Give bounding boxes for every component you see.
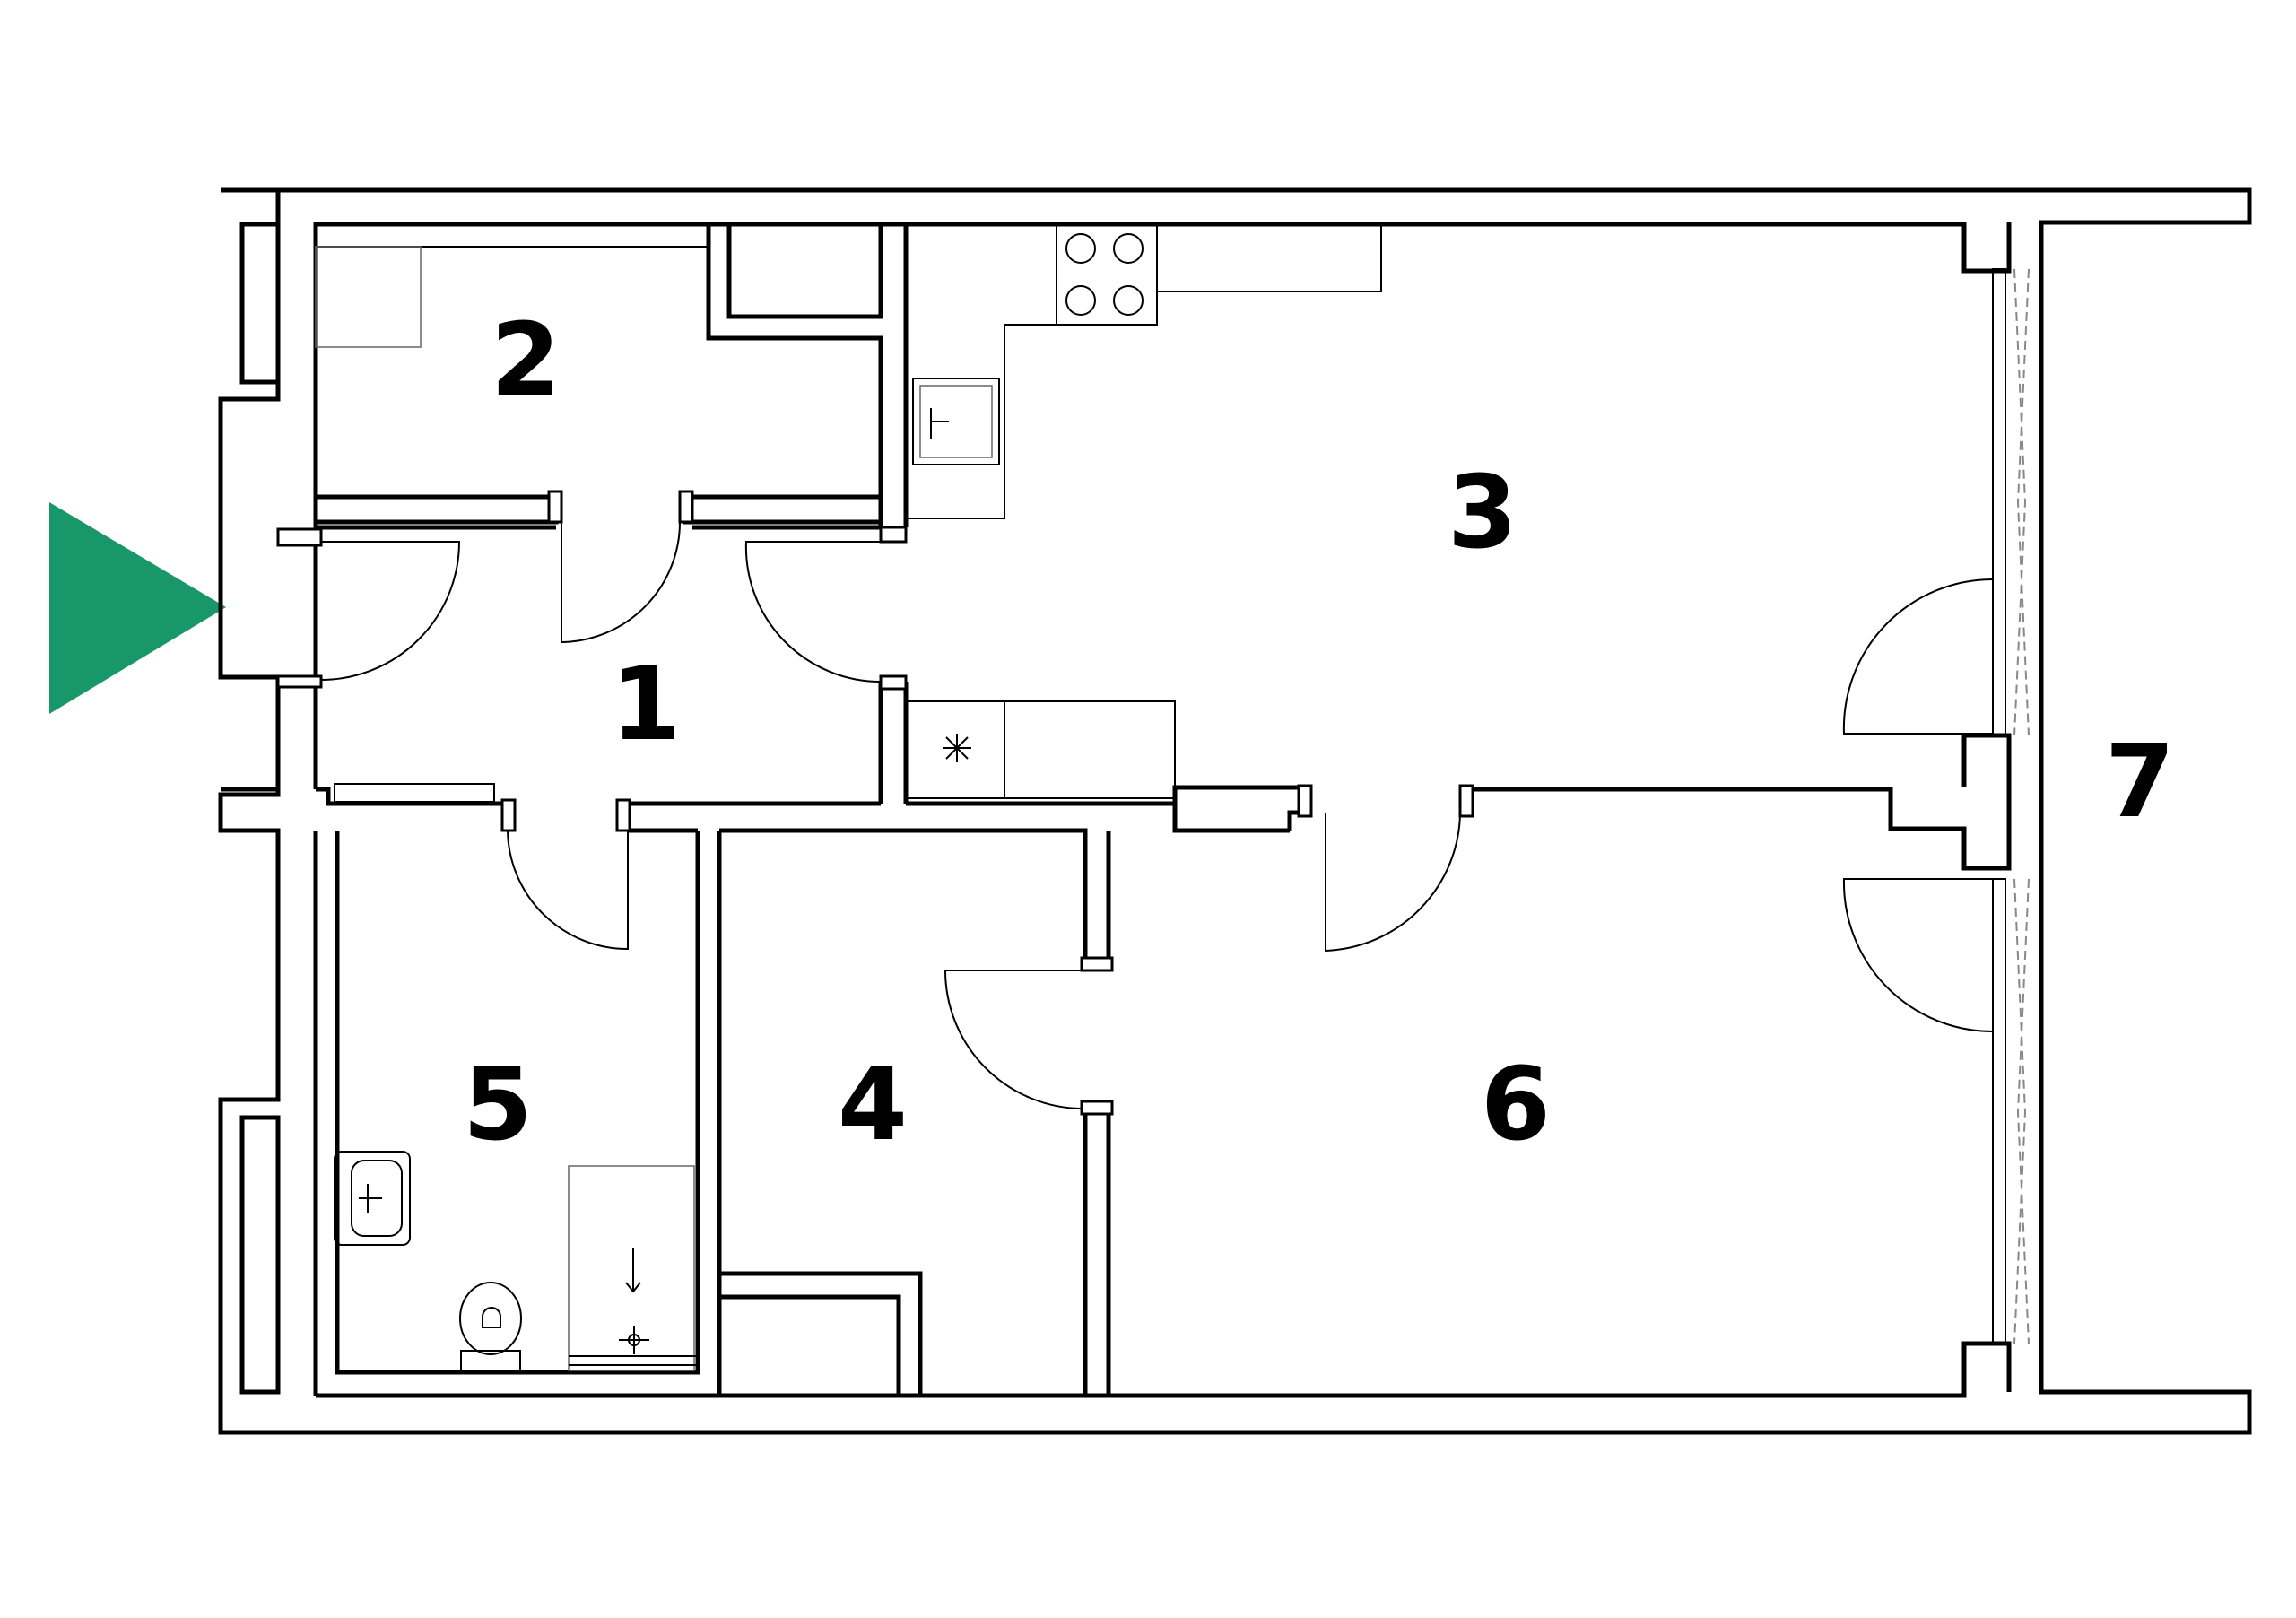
jamb-entry-bottom bbox=[276, 674, 323, 689]
closet-outline bbox=[315, 246, 422, 348]
room-label-4: 4 bbox=[838, 1047, 908, 1163]
room-label-5: 5 bbox=[463, 1047, 533, 1163]
room-label-3: 3 bbox=[1448, 455, 1518, 571]
hall-bottom-wall bbox=[221, 529, 881, 806]
wall-3-6-lower bbox=[1172, 804, 1290, 833]
room-2-walls bbox=[313, 222, 883, 530]
kitchen-sink-inner bbox=[919, 385, 993, 458]
jamb-bedroom-left bbox=[1297, 784, 1313, 818]
toilet-tank bbox=[460, 1350, 521, 1371]
burner-2 bbox=[1113, 233, 1144, 264]
wall-hall-top-left bbox=[313, 494, 559, 525]
bath-door-swing bbox=[507, 830, 629, 951]
entry-door-swing bbox=[320, 541, 461, 681]
room-label-6: 6 bbox=[1481, 1047, 1551, 1163]
closet-cabinet bbox=[719, 1271, 923, 1396]
bathroom-walls bbox=[313, 828, 700, 1396]
room-label-1: 1 bbox=[611, 647, 681, 763]
jamb-bath-left bbox=[500, 798, 517, 832]
shower-drain-arrow bbox=[625, 1248, 641, 1293]
washbasin-tap bbox=[359, 1184, 382, 1213]
room-label-2: 2 bbox=[491, 302, 561, 419]
kitchen-wall-left-lower bbox=[878, 682, 909, 804]
jamb-closet-top bbox=[1080, 956, 1114, 972]
entrance-arrow-icon bbox=[49, 502, 226, 714]
balcony-door-top-swing bbox=[1842, 578, 1994, 735]
bedroom-door-swing bbox=[1325, 812, 1461, 953]
jamb-kitchen-top bbox=[879, 526, 908, 544]
room2-door-swing bbox=[561, 521, 681, 644]
window-top-frame bbox=[1992, 268, 2006, 736]
kitchen-tap bbox=[930, 408, 949, 439]
closet-door-swing bbox=[944, 970, 1083, 1109]
stove bbox=[1056, 223, 1158, 326]
outer-wall-bottom-inner bbox=[316, 1341, 2012, 1398]
shower-drain-grate bbox=[569, 1355, 698, 1366]
wall-hall-top-right bbox=[683, 494, 883, 525]
outer-wall bbox=[218, 187, 2252, 1435]
wall-3-6 bbox=[906, 733, 2012, 871]
kitchen-wall-left bbox=[881, 222, 909, 527]
burner-4 bbox=[1113, 285, 1144, 316]
window-top-glass bbox=[2013, 268, 2030, 736]
washbasin bbox=[334, 1151, 411, 1246]
wall-4-6 bbox=[1083, 1114, 1111, 1396]
fridge-symbol bbox=[943, 734, 971, 762]
hall-shelf bbox=[334, 783, 495, 803]
kitchen-counter-top bbox=[906, 223, 1382, 519]
shower-head bbox=[619, 1326, 649, 1354]
window-bottom-frame bbox=[1992, 878, 2006, 1344]
wall-slot-top bbox=[239, 222, 281, 385]
jamb-bedroom-right bbox=[1458, 784, 1474, 818]
burner-1 bbox=[1065, 233, 1096, 264]
room-4-walls bbox=[717, 828, 1111, 1396]
outer-wall-inner bbox=[313, 222, 2012, 529]
wall-stub-left bbox=[275, 682, 318, 789]
shower-head-circle bbox=[628, 1334, 640, 1346]
jamb-kitchen-bottom bbox=[879, 674, 908, 691]
toilet-seat bbox=[482, 1307, 501, 1328]
kitchen-counter-lower bbox=[906, 700, 1176, 799]
kitchen-sink bbox=[912, 378, 1000, 465]
jamb-closet-bottom bbox=[1080, 1100, 1114, 1116]
washbasin-inner bbox=[351, 1160, 403, 1237]
window-bottom-glass bbox=[2013, 878, 2030, 1344]
jamb-bath-right bbox=[615, 798, 631, 832]
jamb-room2-left bbox=[547, 490, 563, 524]
toilet-bowl bbox=[459, 1282, 522, 1355]
kitchen-door-swing bbox=[744, 541, 882, 683]
shower-tray bbox=[568, 1165, 695, 1371]
jamb-entry-top bbox=[276, 527, 323, 547]
room-label-7: 7 bbox=[2105, 724, 2175, 840]
burner-3 bbox=[1065, 285, 1096, 316]
balcony-door-bottom-swing bbox=[1842, 878, 1994, 1032]
storage-niche bbox=[726, 222, 883, 319]
wall-slot-bottom bbox=[239, 1115, 281, 1395]
jamb-room2-right bbox=[678, 490, 694, 524]
